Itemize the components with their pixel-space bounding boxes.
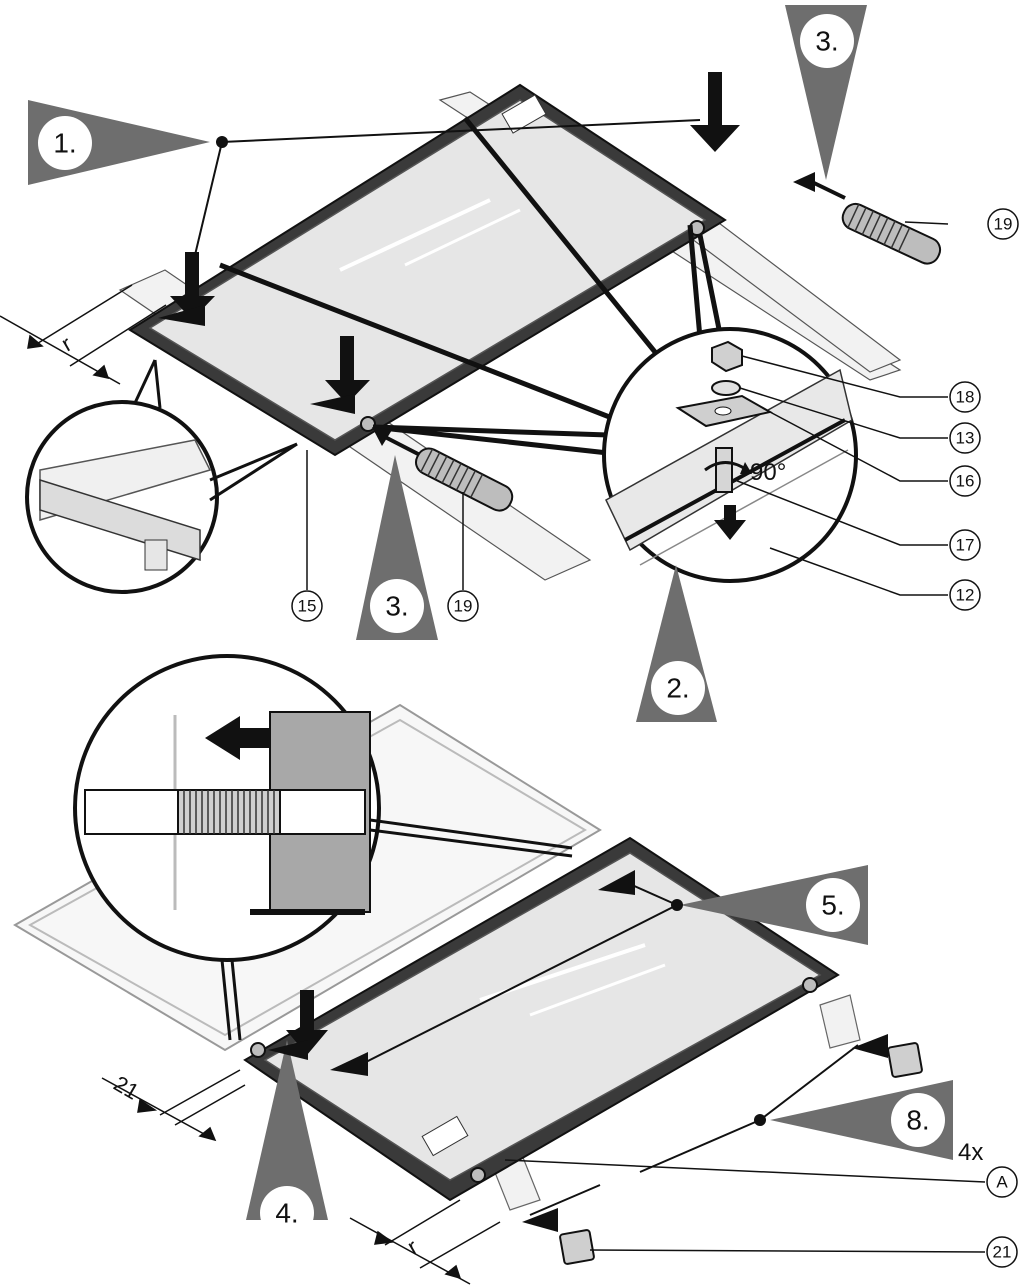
callout-21: 21 [986,1236,1018,1268]
step-1-label: 1. [53,128,76,159]
step-4-label: 4. [275,1198,298,1229]
push-arrow-left [158,305,205,326]
plug-19-mid [372,427,514,590]
dimension-r-top [0,284,167,385]
step-5-leader-dot [671,899,683,911]
detail-callout-leaders [734,355,948,596]
press-arrow-right [690,72,740,152]
step-8-label: 8. [906,1105,929,1136]
svg-text:16: 16 [956,472,975,491]
rail-magnifier-leaders [133,359,298,502]
callout-19-mid: 19 [447,590,479,622]
step-4-arrows [268,990,328,1060]
bottom-connector-right [802,977,818,993]
step-1-leader-dot [216,136,228,148]
rotation-label: 90° [750,459,786,486]
press-arrows [158,72,740,414]
dimension-r-bottom [349,1199,501,1285]
hex-nut-18 [711,340,743,373]
callout-15: 15 [291,590,323,622]
press-arrow-front [325,336,370,404]
step-8-leader-dot [754,1114,766,1126]
svg-text:13: 13 [956,429,975,448]
step-1-leader-lines [194,119,701,256]
end-cap-front [522,1208,595,1265]
svg-text:21: 21 [993,1243,1012,1262]
fastening-detail-magnifier: 90° [602,327,858,583]
callout-a-leader [504,1159,986,1183]
collector-label-plate [501,94,547,134]
step-4-marker: 4. [246,1040,328,1240]
plug-19-top [793,172,949,265]
multiplier-label: 4x [958,1139,983,1166]
top-collector-panel [128,83,727,457]
connector-magnifier-leaders [220,818,573,1041]
bottom-label-plate [421,1115,469,1157]
callout-12: 12 [949,579,981,611]
down-arrow [714,505,746,540]
step-2-marker: 2. [636,565,717,722]
svg-text:15: 15 [298,597,317,616]
svg-text:17: 17 [956,536,975,555]
front-connector-port [360,416,376,432]
svg-text:12: 12 [956,586,975,605]
end-cap-right [852,1034,923,1078]
bottom-connector-front [470,1167,486,1183]
dimension-21 [101,1069,246,1142]
magnifier-leader-lines [219,116,723,456]
bottom-collector-glass [263,852,822,1181]
step-5-label: 5. [821,890,844,921]
corrugated-connector [177,789,281,835]
callout-19-top: 19 [987,208,1019,240]
connector-detail-magnifier [73,654,381,962]
t-bolt-17 [715,447,733,493]
step-2-label: 2. [666,673,689,704]
svg-text:A: A [996,1173,1008,1192]
dimension-r-bottom-label: r [403,1234,422,1259]
step-3-mid-label: 3. [385,591,408,622]
step-8-leaders [639,1044,859,1173]
press-arrow-left [170,252,215,320]
callout-a: A [986,1166,1018,1198]
bottom-connector-left [250,1042,266,1058]
push-arrow-front [310,394,355,414]
callout-21-leader [589,1249,986,1253]
callout-16: 16 [949,465,981,497]
step-5-arrows [330,870,635,1076]
step-5-leaders [359,884,678,1066]
callout-17: 17 [949,529,981,561]
step-3-mid-marker: 3. [356,455,438,640]
step-8-marker: 8. [770,1080,953,1160]
collector-glass [148,99,707,441]
svg-text:18: 18 [956,388,975,407]
dimension-r-top-label: r [57,331,76,356]
step-5-marker: 5. [680,865,868,945]
slide-arrow [205,716,270,760]
step-3-top-label: 3. [815,26,838,57]
callout-13: 13 [949,422,981,454]
spring-washer-13 [711,380,741,396]
rail-detail-magnifier [25,400,219,594]
step-1-marker: 1. [28,100,210,185]
callout-18: 18 [949,381,981,413]
dimension-21-label: 21 [110,1071,144,1105]
bottom-collector-panel [243,836,840,1202]
svg-text:19: 19 [454,597,473,616]
step-3-top-marker: 3. [785,5,867,180]
svg-text:19: 19 [994,215,1013,234]
